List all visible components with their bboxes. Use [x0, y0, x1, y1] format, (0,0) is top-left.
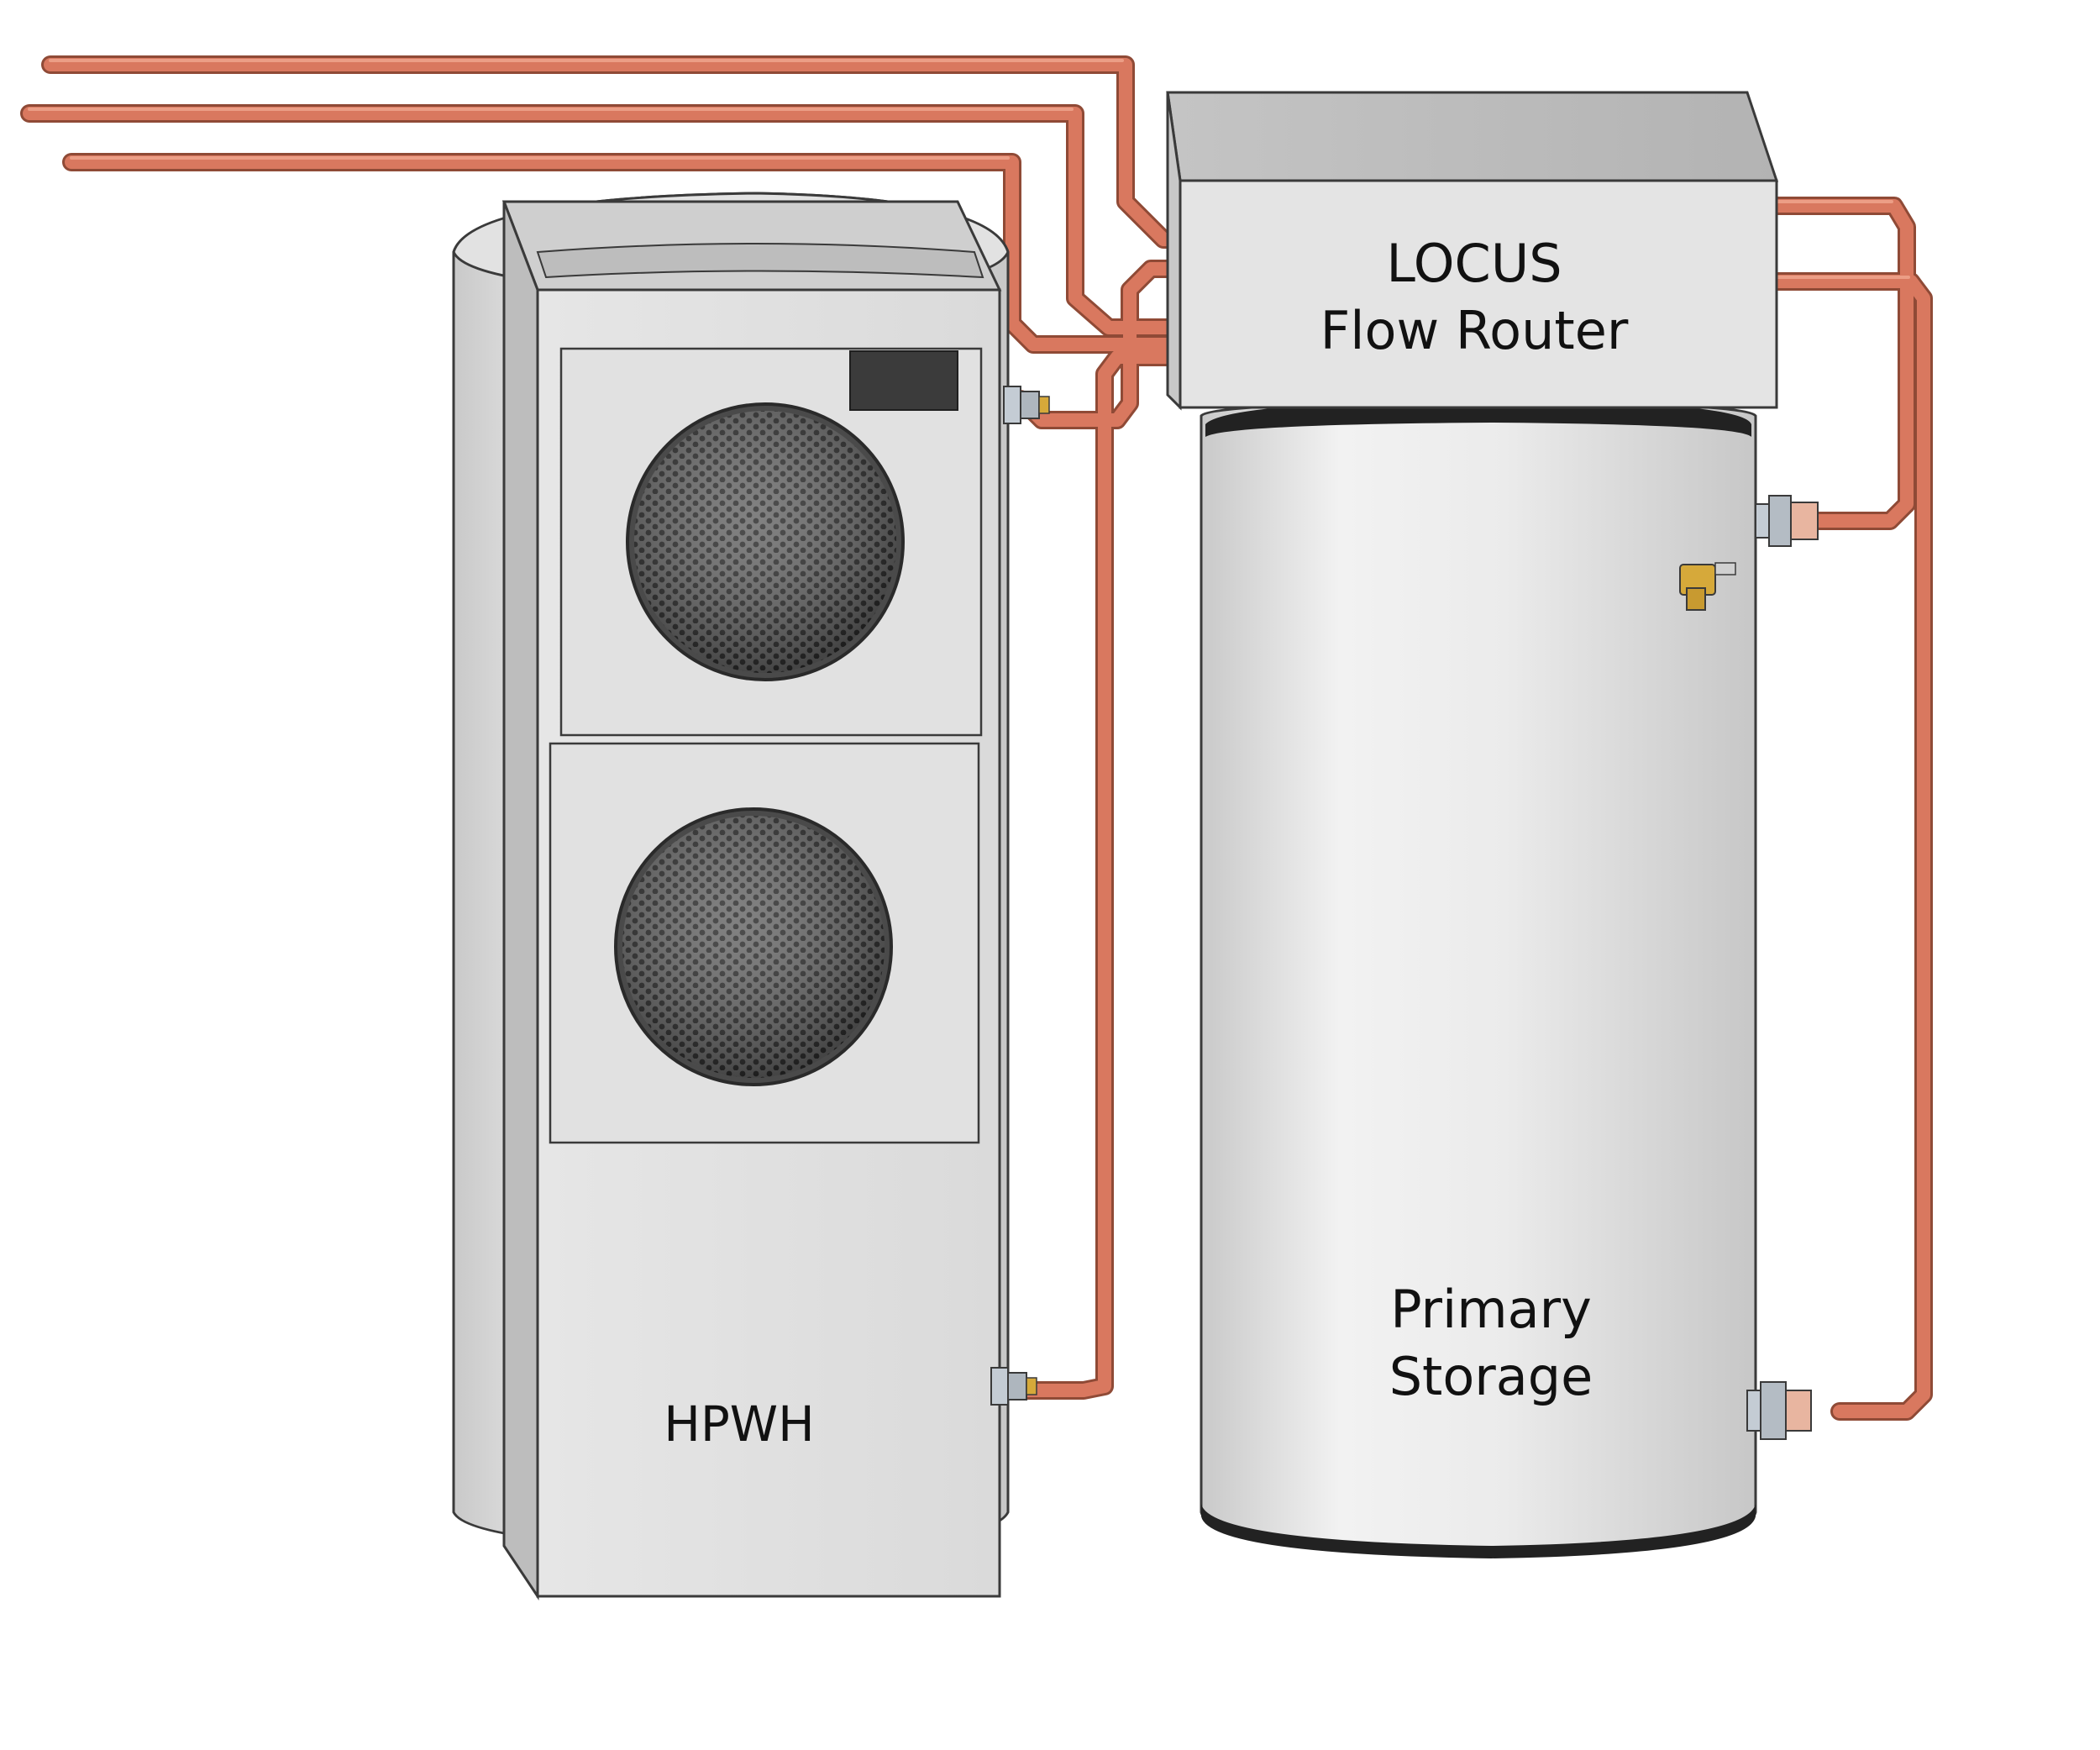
router-label-line2: Flow Router [1320, 300, 1629, 361]
pipe-fill [23, 58, 1930, 1418]
upper-fan-grille-icon [626, 402, 905, 681]
storage-label-line2: Storage [1389, 1346, 1593, 1407]
hpwh-label: HPWH [664, 1395, 815, 1453]
storage-label-line1: Primary [1390, 1279, 1592, 1340]
primary-storage-tank: Primary Storage [1200, 400, 1819, 1558]
hpwh-unit: HPWH [452, 192, 1050, 1600]
hpwh-side-face [502, 201, 539, 1600]
router-label-line1: LOCUS [1386, 233, 1562, 294]
storage-bottom-band [1201, 1504, 1756, 1558]
storage-lower-fitting-icon [1746, 1381, 1812, 1440]
hpwh-lower-fitting-icon [990, 1367, 1037, 1406]
router-front-face [1179, 179, 1778, 409]
hpwh-upper-fitting-icon [1003, 386, 1050, 424]
relief-valve-icon [1679, 562, 1736, 611]
storage-top-band [1205, 400, 1751, 437]
lower-fan-grille-icon [614, 807, 893, 1086]
pipe-highlight [28, 59, 1910, 279]
locus-flow-router: LOCUS Flow Router [1166, 91, 1779, 411]
copper-pipe-network [20, 55, 1933, 1421]
router-top-face [1166, 91, 1779, 182]
hpwh-display-panel [849, 350, 958, 411]
storage-upper-fitting-icon [1755, 495, 1819, 547]
